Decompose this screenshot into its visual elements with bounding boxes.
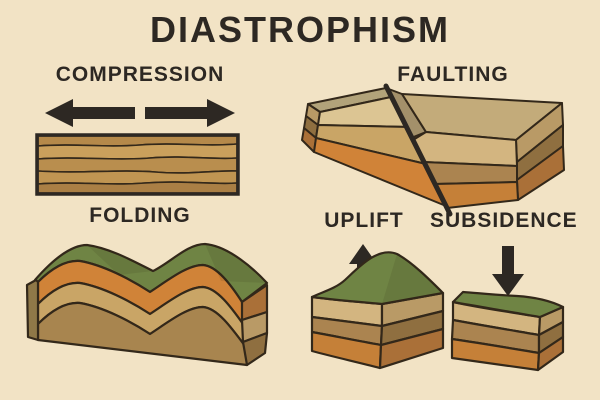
rock-layer <box>422 161 518 185</box>
rock-layer <box>36 301 249 367</box>
folding-diagram <box>25 242 269 367</box>
rock-layer <box>37 143 238 160</box>
faulting-label: FAULTING <box>397 63 509 86</box>
faulting-diagram <box>301 83 565 217</box>
rock-layer <box>241 331 269 367</box>
compression-label: COMPRESSION <box>55 63 225 86</box>
hill-shade <box>87 245 153 275</box>
rock-layer <box>378 327 445 370</box>
rock-layer <box>37 170 238 185</box>
arrow-down-icon <box>492 246 524 296</box>
block-border <box>35 133 240 196</box>
arrow-right-icon <box>145 99 235 127</box>
page-title: DIASTROPHISM <box>149 9 450 50</box>
subsidence-diagram <box>450 246 565 372</box>
uplift-diagram <box>310 244 445 370</box>
arrow-left-icon <box>45 99 135 127</box>
hill-shade <box>382 254 443 304</box>
uplifted-green-surface <box>310 251 445 306</box>
rock-layer <box>37 181 238 194</box>
rock-layer <box>536 335 565 372</box>
fault-line <box>383 83 453 217</box>
left-end-face <box>25 278 40 342</box>
hill-shade <box>205 244 267 283</box>
folding-label: FOLDING <box>89 204 191 227</box>
uplift-label: UPLIFT <box>324 209 404 232</box>
subsidence-label: SUBSIDENCE <box>430 209 578 232</box>
compression-block <box>35 133 240 196</box>
subsided-green-surface <box>451 290 565 319</box>
compression-arrows <box>45 99 235 127</box>
